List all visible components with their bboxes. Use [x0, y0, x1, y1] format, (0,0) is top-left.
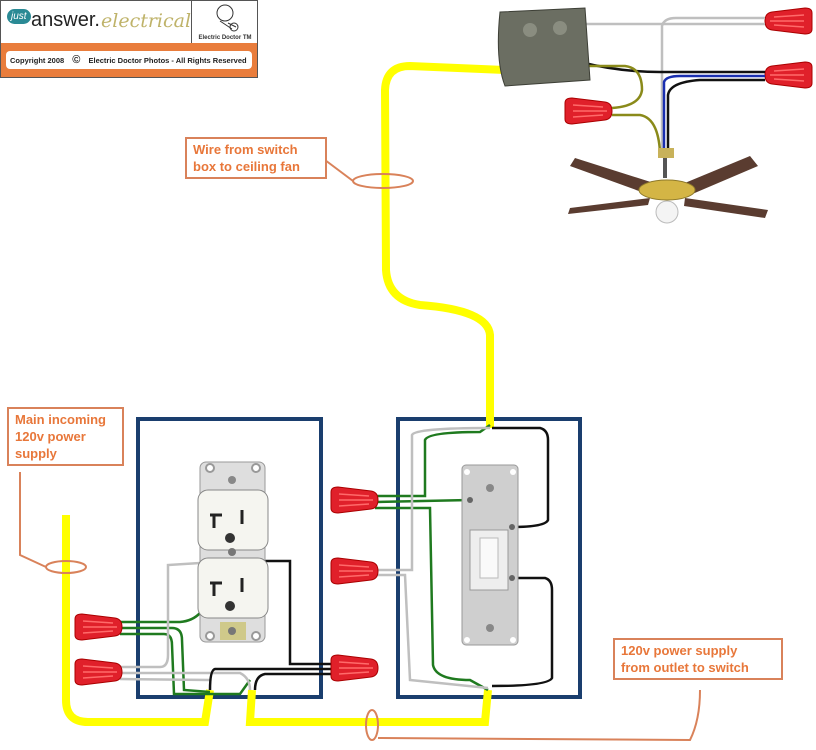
label-main-supply: Main incoming 120v power supply: [7, 407, 124, 466]
label-line: 120v power supply: [621, 643, 738, 658]
label-line: from outlet to switch: [621, 660, 749, 675]
ceiling-junction-box: [497, 7, 591, 87]
wire-nut-ground-switch: [330, 486, 379, 514]
switch-to-fan-cable: [380, 61, 506, 428]
label-fan-wire: Wire from switch box to ceiling fan: [185, 137, 327, 179]
wire-nut-ground-fan: [564, 97, 613, 125]
outlet-to-switch-cable: [245, 689, 492, 726]
wire-nut-neutral-switch: [330, 557, 379, 585]
copyright-rights: Electric Doctor Photos - All Rights Rese…: [88, 56, 247, 65]
label-outlet-to-switch: 120v power supply from outlet to switch: [613, 638, 783, 680]
wire-nut-neutral-main: [74, 658, 123, 686]
single-pole-switch: [461, 464, 519, 646]
label-line: supply: [15, 446, 57, 461]
doctor-label: Electric Doctor TM: [198, 35, 252, 41]
logo-answer: answer.: [31, 9, 100, 31]
label-line: 120v power: [15, 429, 86, 444]
wire-nut-hot-outlet: [330, 654, 379, 682]
duplex-outlet: [197, 461, 269, 643]
copyright-band: Copyright 2008 © Electric Doctor Photos …: [1, 43, 257, 77]
main-supply-cable: [62, 515, 214, 726]
justanswer-logo: just answer. electrical Electric Doctor …: [0, 0, 258, 78]
outlet-box: [136, 417, 323, 699]
electric-doctor-badge: Electric Doctor TM: [191, 1, 258, 43]
doctor-icon: [216, 4, 239, 32]
label-line: Main incoming: [15, 412, 106, 427]
wire-nut-hot-fan: [764, 61, 813, 89]
switch-wiring: [374, 423, 554, 692]
logo-just: just: [7, 9, 31, 24]
wire-nut-neutral-fan: [764, 7, 813, 35]
outlet-wiring: [119, 559, 335, 696]
copyright-symbol: ©: [72, 54, 81, 66]
label-line: box to ceiling fan: [193, 159, 300, 174]
label-line: Wire from switch: [193, 142, 298, 157]
copyright-year: Copyright 2008: [10, 56, 65, 65]
wire-nut-ground-main: [74, 613, 123, 641]
callout-leaders: [19, 159, 701, 742]
logo-category: electrical: [101, 10, 192, 32]
ceiling-fan: [568, 148, 768, 224]
